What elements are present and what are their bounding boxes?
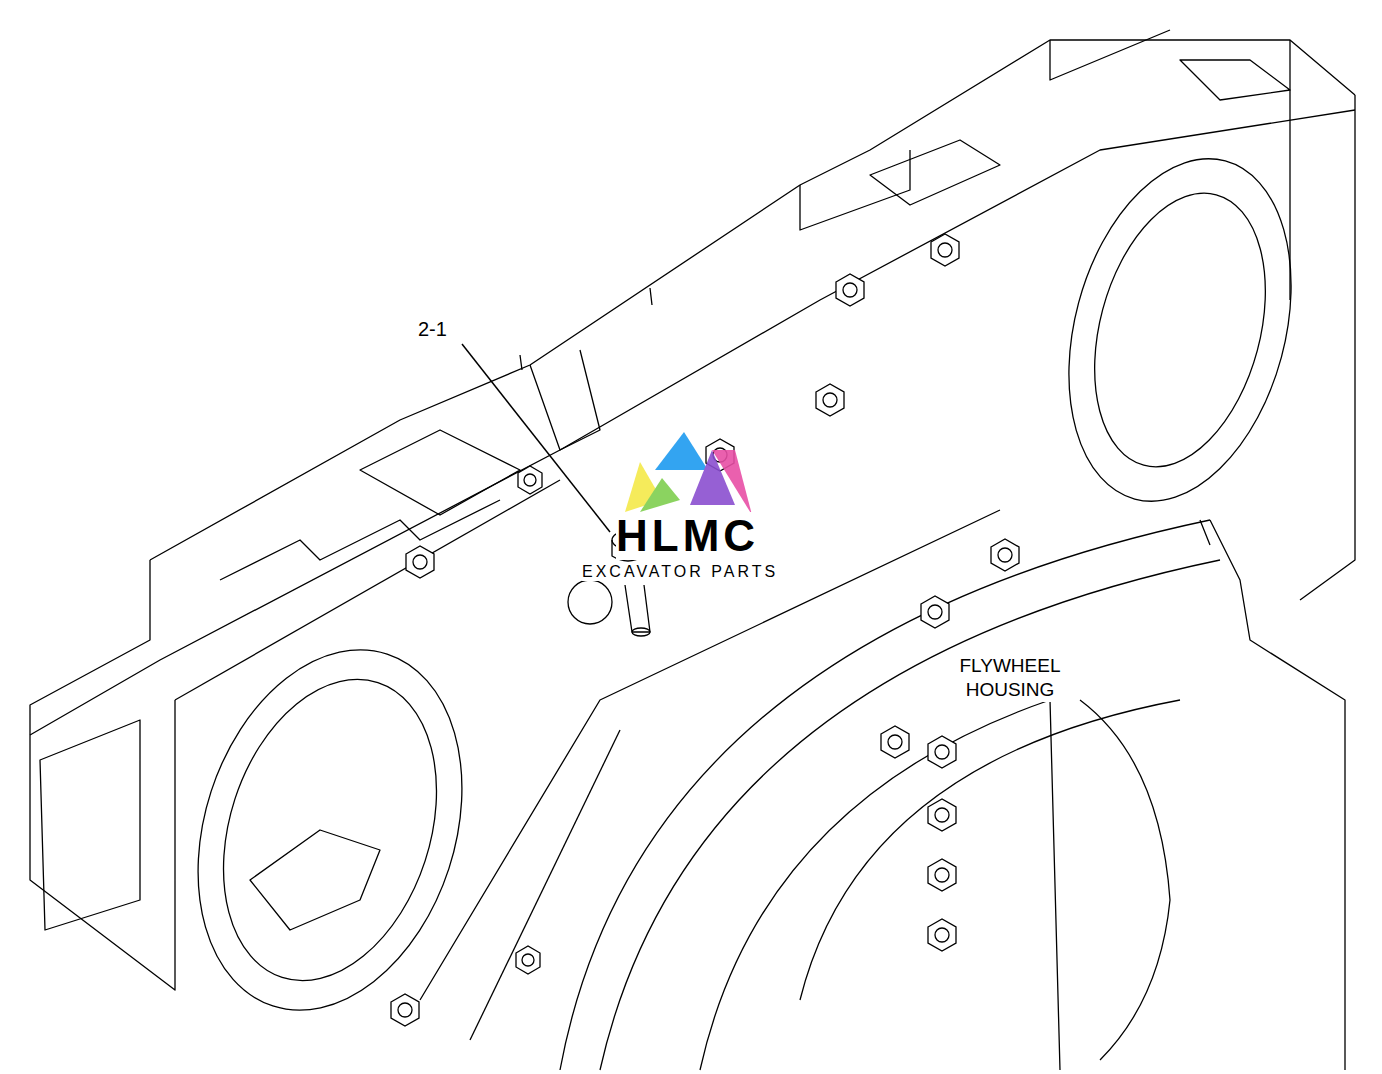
watermark-logo: HLMC [616, 512, 759, 560]
callout-number: 2-1 [418, 318, 447, 340]
watermark-text: EXCAVATOR PARTS [582, 563, 778, 581]
part-name: FLYWHEEL HOUSING [945, 654, 1075, 702]
